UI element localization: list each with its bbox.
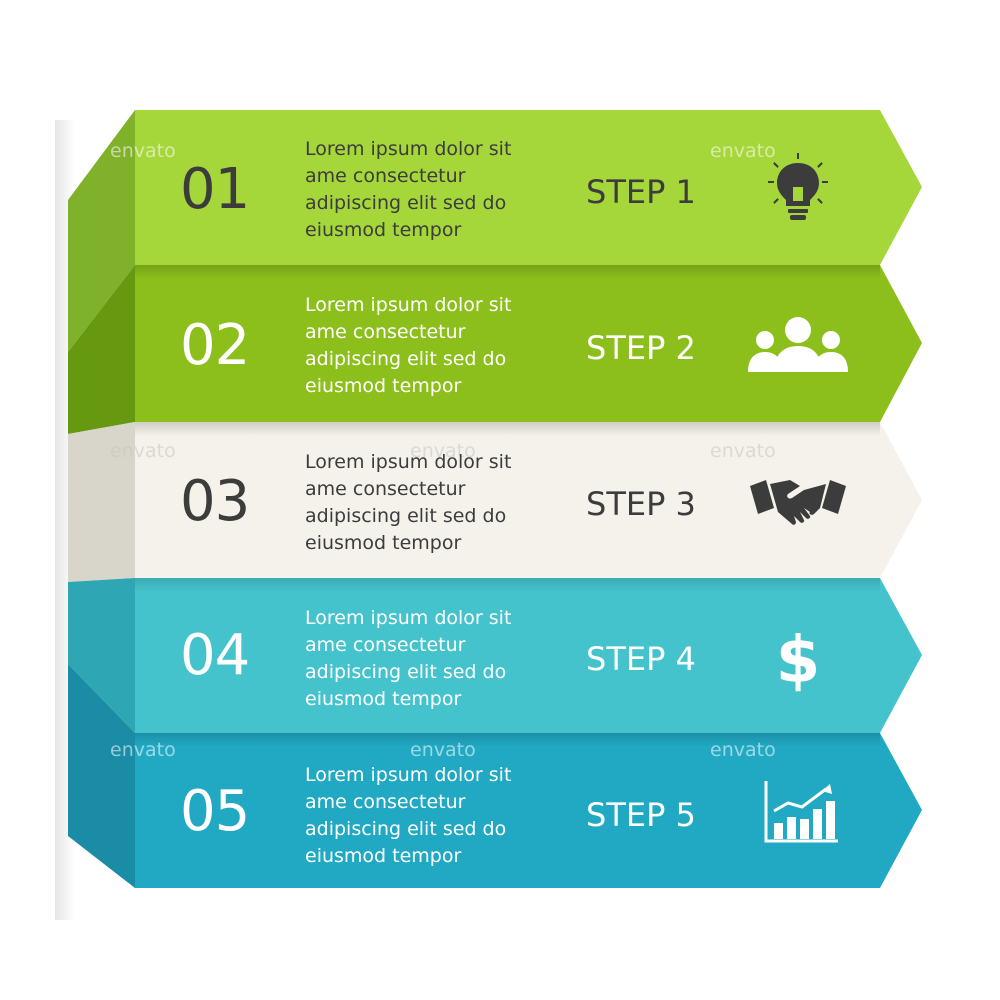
- step-description: Lorem ipsum dolor sit ame consectetur ad…: [305, 136, 565, 244]
- side-face-5: [68, 664, 135, 888]
- step-label: STEP 2: [586, 329, 696, 367]
- side-face-4: [68, 578, 135, 733]
- step-label: STEP 1: [586, 173, 696, 211]
- step-label: STEP 5: [586, 796, 696, 834]
- watermark-text: envato: [110, 440, 176, 462]
- step-band-2: [135, 265, 922, 422]
- watermark-text: envato: [110, 140, 176, 162]
- side-face-3: [68, 422, 135, 582]
- step-number: 01: [180, 157, 250, 222]
- description-line: eiusmod tempor: [305, 688, 462, 710]
- step-label: STEP 3: [586, 485, 696, 523]
- team-icon: [748, 317, 848, 372]
- description-line: eiusmod tempor: [305, 845, 462, 867]
- growth-chart-icon: [764, 781, 838, 843]
- description-line: ame consectetur: [305, 478, 466, 500]
- dollar-icon: $: [776, 624, 821, 692]
- description-line: eiusmod tempor: [305, 375, 462, 397]
- description-line: Lorem ipsum dolor sit: [305, 294, 512, 316]
- step-number: 02: [180, 313, 250, 378]
- step-band-4: [135, 578, 922, 733]
- description-line: adipiscing elit sed do: [305, 818, 507, 840]
- description-line: adipiscing elit sed do: [305, 661, 507, 683]
- description-line: ame consectetur: [305, 634, 466, 656]
- watermark-text: envato: [410, 440, 476, 462]
- step-description: Lorem ipsum dolor sit ame consectetur ad…: [305, 762, 565, 870]
- step-band-3: [135, 422, 922, 578]
- watermark-text: envato: [410, 739, 476, 761]
- watermark-text: envato: [710, 140, 776, 162]
- step-number: 04: [180, 623, 250, 688]
- step-band-5: [135, 733, 922, 888]
- description-line: eiusmod tempor: [305, 219, 462, 241]
- step-number: 05: [180, 779, 250, 844]
- description-line: ame consectetur: [305, 791, 466, 813]
- step-description: Lorem ipsum dolor sit ame consectetur ad…: [305, 292, 565, 400]
- svg-text:$: $: [776, 624, 821, 692]
- side-face-1: [68, 110, 135, 352]
- step-band-1: [135, 110, 922, 265]
- description-line: adipiscing elit sed do: [305, 192, 507, 214]
- side-face-2: [68, 265, 135, 434]
- description-line: adipiscing elit sed do: [305, 348, 507, 370]
- description-line: ame consectetur: [305, 321, 466, 343]
- handshake-icon: [750, 480, 846, 525]
- description-line: Lorem ipsum dolor sit: [305, 138, 512, 160]
- step-label: STEP 4: [586, 640, 696, 678]
- description-line: Lorem ipsum dolor sit: [305, 451, 512, 473]
- step-number: 03: [180, 469, 250, 534]
- lightbulb-icon: [768, 153, 828, 220]
- step-description: Lorem ipsum dolor sit ame consectetur ad…: [305, 449, 565, 557]
- watermark-text: envato: [710, 440, 776, 462]
- step-description: Lorem ipsum dolor sit ame consectetur ad…: [305, 605, 565, 713]
- watermark-text: envato: [710, 739, 776, 761]
- description-line: adipiscing elit sed do: [305, 505, 507, 527]
- description-line: ame consectetur: [305, 165, 466, 187]
- description-line: eiusmod tempor: [305, 532, 462, 554]
- description-line: Lorem ipsum dolor sit: [305, 607, 512, 629]
- watermark-text: envato: [110, 739, 176, 761]
- description-line: Lorem ipsum dolor sit: [305, 764, 512, 786]
